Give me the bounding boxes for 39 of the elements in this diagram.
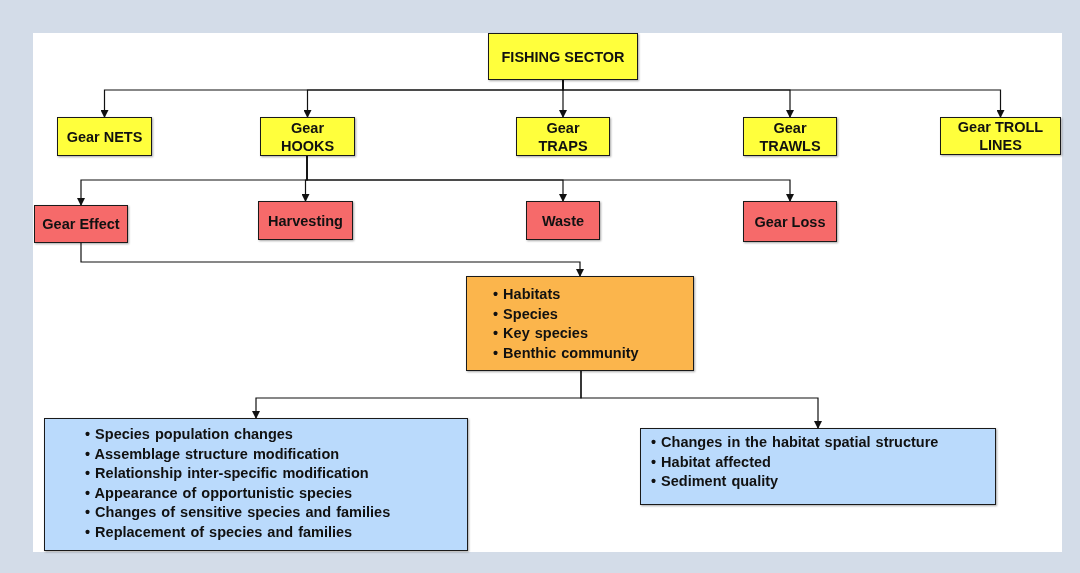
category-box: [743, 117, 837, 156]
connector-arrow: [80, 242, 584, 277]
category-box: [516, 117, 610, 156]
category-box: [34, 205, 128, 243]
box-label: Gear TRAWLS: [758, 118, 822, 155]
bullet-item: • Relationship inter-specific modification: [85, 464, 369, 483]
category-box: [57, 117, 152, 156]
bullet-item: • Species: [493, 304, 558, 324]
bullet-list-box: [44, 418, 468, 551]
bullet-item: • Changes in the habitat spatial structure: [651, 433, 939, 452]
box-label: Gear TRAPS: [537, 118, 589, 155]
bullet-item: • Appearance of opportunistic species: [85, 483, 353, 503]
connector-arrow: [580, 370, 822, 429]
category-box: [526, 201, 600, 240]
bullet-item: • Habitat affected: [651, 452, 771, 472]
bullet-item: • Benthic community: [493, 343, 639, 363]
box-label: Gear TROLL LINES: [956, 118, 1045, 154]
bullet-item: • Species population changes: [85, 425, 293, 444]
box-label: Gear NETS: [66, 127, 143, 146]
bullet-item: • Sediment quality: [651, 472, 779, 491]
category-box: [940, 117, 1061, 155]
box-label: Gear Effect: [42, 215, 120, 233]
bullet-list-box: [640, 428, 996, 505]
connector-arrow: [306, 155, 794, 202]
bullet-item: • Replacement of species and families: [85, 522, 353, 542]
bullet-item: • Changes of sensitive species and families: [85, 503, 391, 522]
box-label: Waste: [541, 211, 585, 230]
bullet-item: • Key species: [493, 324, 588, 343]
box-label: Gear Loss: [754, 212, 826, 231]
bullet-list-box: [466, 276, 694, 371]
category-box: [260, 117, 355, 156]
box-label: FISHING SECTOR: [501, 47, 625, 66]
box-label: Harvesting: [268, 211, 343, 230]
box-label: Gear HOOKS: [279, 118, 336, 155]
category-box: [743, 201, 837, 242]
bullet-item: • Habitats: [493, 285, 561, 304]
category-box: [488, 33, 638, 80]
bullet-item: • Assemblage structure modification: [85, 444, 340, 464]
category-box: [258, 201, 353, 240]
